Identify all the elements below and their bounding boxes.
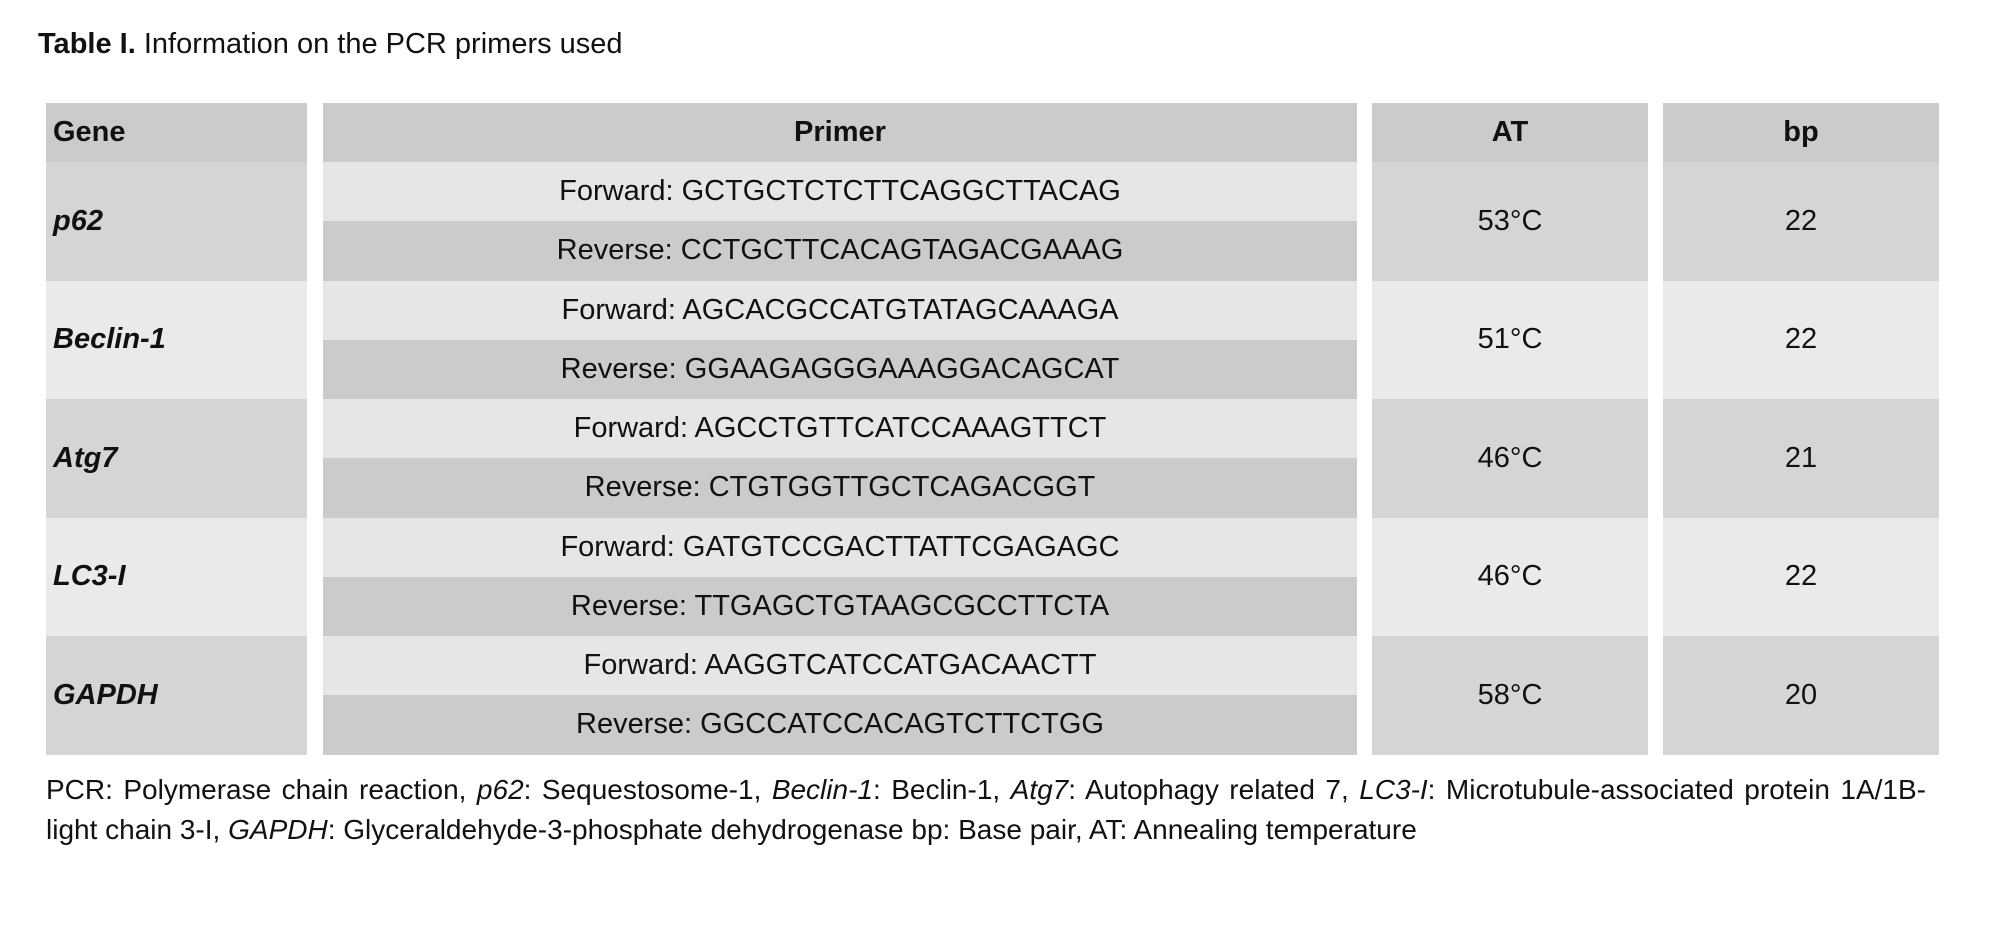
reverse-primer: Reverse: TTGAGCTGTAAGCGCCTTCTA [323,576,1357,636]
gene-cell: Atg7 [46,399,307,518]
footnote-gene: Atg7 [1010,774,1069,805]
forward-primer: Forward: GCTGCTCTCTTCAGGCTTACAG [323,162,1357,222]
table-label: Table I. [38,28,136,60]
reverse-primer: Reverse: GGAAGAGGGAAAGGACAGCAT [323,339,1357,399]
header-primer: Primer [323,103,1357,162]
bp-cell: 22 [1663,517,1939,636]
footnote-gene: LC3-I [1359,774,1428,805]
forward-primer: Forward: AGCCTGTTCATCCAAAGTTCT [323,399,1357,459]
gene-cell: p62 [46,162,307,281]
gene-column: Gene p62 Beclin-1 Atg7 LC3-I GAPDH [46,103,307,755]
reverse-primer: Reverse: GGCCATCCACAGTCTTCTGG [323,695,1357,755]
forward-primer: Forward: GATGTCCGACTTATTCGAGAGC [323,517,1357,577]
table-title: Table I. Information on the PCR primers … [38,28,623,61]
footnote-text: : Sequestosome-1, [523,774,772,805]
bp-column: bp 22 22 21 22 20 [1663,103,1939,755]
at-cell: 46°C [1372,517,1648,636]
at-cell: 53°C [1372,162,1648,281]
bp-cell: 20 [1663,636,1939,755]
at-cell: 51°C [1372,280,1648,399]
footnote-text: : Autophagy related 7, [1068,774,1360,805]
reverse-primer: Reverse: CTGTGGTTGCTCAGACGGT [323,458,1357,518]
footnote-text: : Microtubule-associated protein 1A/1B-l… [46,774,1926,845]
bp-cell: 21 [1663,399,1939,518]
table-caption: Information on the PCR primers used [143,28,623,60]
footnote-gene: Beclin-1 [771,774,873,805]
gene-cell: GAPDH [46,636,307,755]
gene-cell: Beclin-1 [46,280,307,399]
at-cell: 58°C [1372,636,1648,755]
footnote-gene: p62 [476,774,524,805]
gene-cell: LC3-I [46,517,307,636]
table-footnote: PCR: Polymerase chain reaction, p62: Seq… [46,770,1926,850]
header-gene: Gene [46,103,307,162]
bp-cell: 22 [1663,280,1939,399]
forward-primer: Forward: AAGGTCATCCATGACAACTT [323,636,1357,696]
at-cell: 46°C [1372,399,1648,518]
footnote-text: : Beclin-1, [872,774,1011,805]
reverse-primer: Reverse: CCTGCTTCACAGTAGACGAAAG [323,221,1357,281]
primer-column: Primer Forward: GCTGCTCTCTTCAGGCTTACAG R… [323,103,1357,755]
header-at: AT [1372,103,1648,162]
bp-cell: 22 [1663,162,1939,281]
header-bp: bp [1663,103,1939,162]
footnote-gene: GAPDH [228,814,328,845]
at-column: AT 53°C 51°C 46°C 46°C 58°C [1372,103,1648,755]
forward-primer: Forward: AGCACGCCATGTATAGCAAAGA [323,280,1357,340]
footnote-text: : Glyceraldehyde-3-phosphate dehydrogena… [327,814,1417,845]
footnote-text: PCR: Polymerase chain reaction, [46,774,477,805]
